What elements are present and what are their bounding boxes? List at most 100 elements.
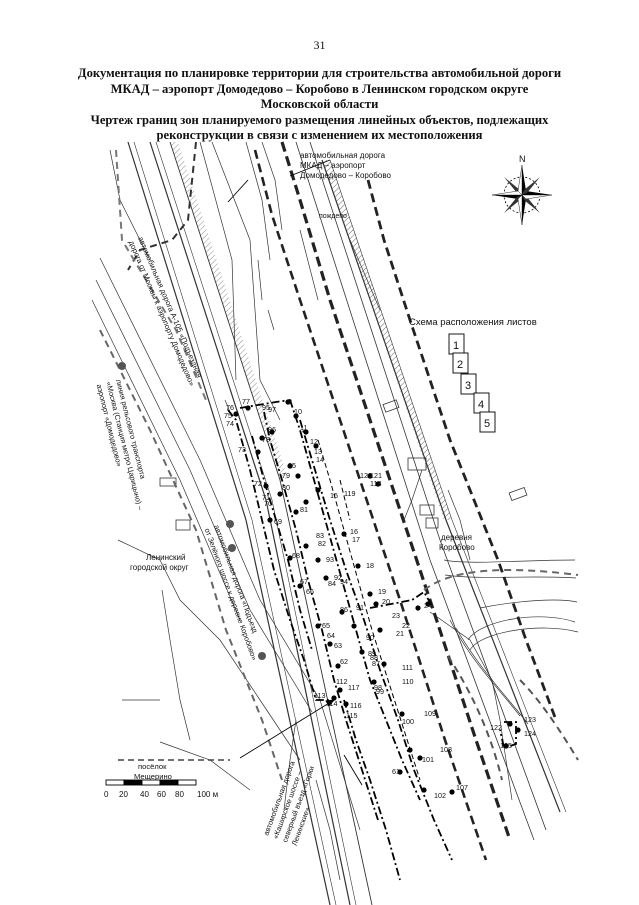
point-label-18: 18 (366, 561, 374, 570)
document-title: Документация по планировке территории дл… (60, 66, 579, 144)
point-label-125: 125 (500, 741, 512, 750)
planned-zone-outline (227, 399, 517, 881)
point-label-91: 91 (356, 603, 364, 612)
sheet-layout-schema (448, 333, 496, 433)
point-label-10: 10 (294, 407, 302, 416)
point-label-114: 114 (326, 699, 337, 708)
scale-bar (105, 779, 197, 786)
title-line-4: Чертеж границ зон планируемого размещени… (90, 112, 549, 127)
point-label-13: 13 (314, 447, 322, 456)
zone-boundaries (99, 141, 579, 861)
point-label-92: 92 (334, 573, 342, 582)
point-label-66: 66 (306, 587, 314, 596)
point-label-74: 74 (226, 419, 234, 428)
point-label-19: 19 (378, 587, 386, 596)
point-label-75: 75 (224, 411, 232, 420)
road-main-label-3: Домодедово – Коробово (300, 171, 391, 180)
point-label-15: 15 (330, 491, 338, 500)
scale-tick-20: 20 (119, 790, 128, 799)
point-label-83: 83 (316, 531, 324, 540)
planned-zone-thin (317, 439, 421, 781)
point-label-101: 101 (422, 755, 434, 764)
settlement-label-1: посёлок (138, 762, 167, 771)
point-number-labels: 9101112131415161718192021222324616263646… (224, 397, 536, 800)
point-label-109: 109 (424, 709, 436, 718)
road-main-label-1: автомобильная дорога (300, 151, 386, 160)
village-label-2: Коробово (439, 543, 475, 552)
sheet-4: 4 (478, 399, 484, 411)
point-label-22: 22 (402, 621, 410, 630)
point-label-85: 85 (288, 461, 296, 470)
point-label-99: 99 (376, 687, 384, 696)
point-label-110: 110 (402, 677, 413, 686)
point-label-98: 98 (374, 683, 382, 692)
title-line-1: Документация по планировке территории дл… (77, 66, 562, 80)
point-label-79: 79 (282, 471, 290, 480)
scale-tick-80: 80 (175, 790, 184, 799)
point-label-96: 96 (268, 425, 276, 434)
sheet-3: 3 (465, 380, 471, 392)
point-label-23: 23 (392, 611, 400, 620)
scale-tick-40: 40 (140, 790, 149, 799)
point-label-120: 120 (360, 471, 372, 480)
point-label-88: 88 (370, 653, 378, 662)
vertex-points (233, 399, 521, 795)
point-label-61: 61 (392, 767, 400, 776)
point-label-121: 121 (370, 471, 382, 480)
point-label-116: 116 (350, 701, 361, 710)
point-label-70: 70 (264, 499, 272, 508)
point-label-84: 84 (328, 579, 336, 588)
point-label-78: 78 (262, 435, 270, 444)
point-label-68: 68 (292, 551, 300, 560)
point-label-64: 64 (327, 631, 335, 640)
scale-tick-100: 100 м (197, 790, 218, 799)
point-label-16: 16 (350, 527, 358, 536)
point-label-71: 71 (262, 493, 270, 502)
point-label-100: 100 (402, 717, 414, 726)
sheet-1: 1 (453, 340, 459, 352)
point-label-94: 94 (340, 577, 348, 586)
point-label-124: 124 (524, 729, 536, 738)
point-label-93: 93 (326, 555, 334, 564)
point-label-95: 95 (262, 403, 270, 412)
point-label-14: 14 (316, 455, 324, 464)
point-label-69: 69 (274, 517, 282, 526)
point-label-113: 113 (314, 691, 325, 700)
district-label-1: Ленинский (146, 553, 185, 562)
road-main-label-2: МКАД – аэропорт (300, 161, 366, 170)
district-label-2: городской округ (130, 563, 189, 572)
point-label-122: 122 (490, 723, 502, 732)
buildings (159, 399, 528, 531)
point-label-11: 11 (300, 423, 307, 432)
point-label-119: 119 (344, 489, 355, 498)
title-line-3: Московской области (260, 97, 379, 111)
callout-arrows (227, 159, 363, 786)
compass-rose (491, 164, 553, 226)
village-label-1: деревня (441, 533, 472, 542)
point-label-12: 12 (310, 437, 318, 446)
point-label-117: 117 (348, 683, 359, 692)
point-label-89: 89 (368, 649, 376, 658)
point-label-87: 87 (372, 659, 380, 668)
sheet-2: 2 (457, 359, 463, 371)
point-label-62: 62 (340, 657, 348, 666)
point-label-80: 80 (282, 483, 290, 492)
point-label-67: 67 (300, 577, 308, 586)
map-markers (118, 362, 266, 660)
point-label-72: 72 (254, 479, 262, 488)
point-label-97: 97 (268, 405, 276, 414)
point-label-115: 115 (346, 711, 357, 720)
point-label-21: 21 (396, 629, 404, 638)
point-label-107: 107 (456, 783, 468, 792)
sheets-title: Схема расположения листов (409, 317, 537, 328)
title-line-2: МКАД – аэропорт Домодедово – Коробово в … (110, 81, 529, 96)
point-label-63: 63 (334, 641, 342, 650)
point-label-24: 24 (424, 601, 432, 610)
topographic-lines (91, 141, 579, 905)
point-label-111: 111 (402, 663, 413, 672)
hatched-zones (170, 142, 452, 520)
scale-tick-60: 60 (157, 790, 166, 799)
point-label-17: 17 (352, 535, 360, 544)
page-number: 31 (313, 38, 326, 52)
